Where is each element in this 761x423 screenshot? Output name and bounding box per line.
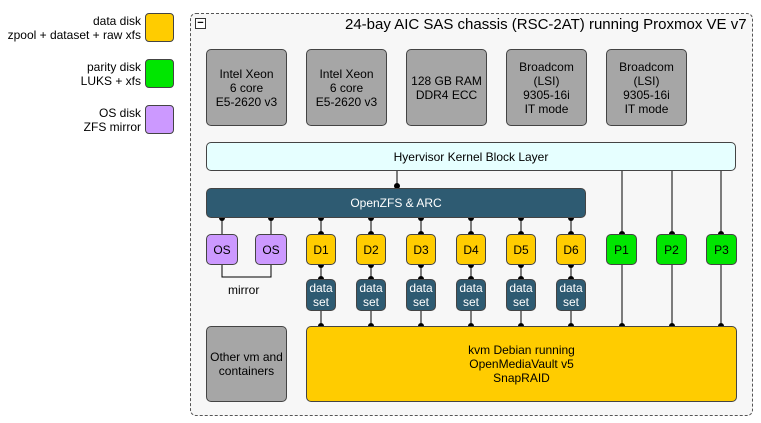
parity-disk-p1: P1 [606, 234, 637, 265]
data-disk-d1: D1 [306, 234, 336, 265]
legend-data-disk-text: data disk zpool + dataset + raw xfs [7, 14, 141, 42]
collapse-button[interactable]: − [195, 18, 206, 29]
kernel-block-layer: Hyervisor Kernel Block Layer [206, 142, 736, 171]
hba-box-1: Broadcom (LSI) 9305-16i IT mode [506, 49, 587, 126]
cpu-box-1: Intel Xeon 6 core E5-2620 v3 [206, 49, 287, 126]
legend-data-disk-swatch [145, 13, 174, 42]
dataset-5: data set [506, 279, 536, 311]
parity-disk-p2: P2 [656, 234, 687, 265]
data-disk-d6: D6 [556, 234, 586, 265]
mirror-label: mirror [228, 283, 260, 297]
legend-parity-disk-swatch [145, 59, 174, 88]
kvm-omv-box: kvm Debian running OpenMediaVault v5 Sna… [306, 326, 737, 402]
dataset-6: data set [556, 279, 586, 311]
data-disk-d3: D3 [406, 234, 436, 265]
dataset-1: data set [306, 279, 336, 311]
os-mirror-link [221, 265, 272, 278]
hba-box-2: Broadcom (LSI) 9305-16i IT mode [606, 49, 687, 126]
os-disk-2: OS [255, 234, 287, 265]
chassis-title: 24-bay AIC SAS chassis (RSC-2AT) running… [345, 16, 747, 33]
os-disk-1: OS [206, 234, 238, 265]
legend-os-disk-swatch [145, 105, 174, 134]
data-disk-d4: D4 [456, 234, 486, 265]
dataset-2: data set [356, 279, 386, 311]
data-disk-d2: D2 [356, 234, 386, 265]
dataset-3: data set [406, 279, 436, 311]
dataset-4: data set [456, 279, 486, 311]
openzfs-arc-layer: OpenZFS & ARC [206, 188, 586, 218]
parity-disk-p3: P3 [706, 234, 737, 265]
other-vms-box: Other vm and containers [206, 326, 287, 402]
legend-parity-disk-text: parity disk LUKS + xfs [80, 60, 141, 88]
cpu-box-2: Intel Xeon 6 core E5-2620 v3 [306, 49, 387, 126]
ram-box: 128 GB RAM DDR4 ECC [406, 49, 487, 126]
data-disk-d5: D5 [506, 234, 536, 265]
legend-os-disk-text: OS disk ZFS mirror [83, 106, 141, 134]
